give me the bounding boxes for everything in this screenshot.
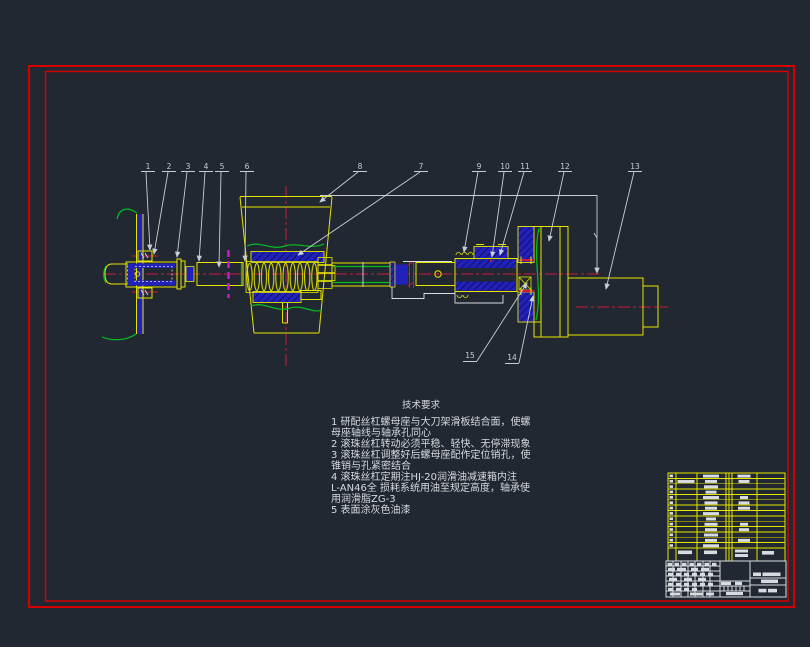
tech-requirements: 技术要求 1 研配丝杠螺母座与大刀架滑板结合面，使螺 母座轴线与轴承孔同心 2 …: [331, 399, 531, 516]
ballscrew-nut: [245, 251, 336, 303]
callout-9: 9: [477, 162, 482, 171]
callout-12: 12: [560, 162, 570, 171]
callout-7: 7: [419, 162, 424, 171]
callout-4: 4: [204, 162, 209, 171]
tech-line: 5 表面涂灰色油漆: [331, 503, 411, 516]
tech-line: L-AN46全 损耗系统用油至规定高度，轴承使: [331, 481, 530, 494]
center-bracket: [239, 196, 333, 334]
tech-line: 母座轴线与轴承孔同心: [331, 426, 431, 439]
parts-list-entries: [669, 474, 774, 557]
callout-14: 14: [507, 353, 517, 362]
callout-6: 6: [245, 162, 250, 171]
callout-leaders: [141, 171, 642, 364]
callout-3: 3: [186, 162, 191, 171]
tech-requirements-title: 技术要求: [402, 399, 441, 411]
callout-15: 15: [465, 351, 475, 360]
callout-1: 1: [146, 162, 151, 171]
callout-5: 5: [220, 162, 225, 171]
title-block: [665, 560, 787, 598]
callout-2: 2: [167, 162, 172, 171]
title-block-entries: [667, 562, 781, 596]
left-shaft-assembly: [103, 250, 244, 298]
tech-line: 锥销与孔紧密结合: [331, 459, 411, 472]
callout-numbers: 1 2 3 4 5 6 7 8 9 10 11 12 13 14 15: [146, 162, 640, 362]
tech-line: 1 研配丝杠螺母座与大刀架滑板结合面，使螺: [331, 415, 531, 428]
tech-line: 3 滚珠丝杠调整好后螺母座配作定位销孔，使: [331, 448, 531, 461]
motor: [567, 277, 659, 336]
callout-8: 8: [358, 162, 363, 171]
tech-line: 4 滚珠丝杠定期注HJ-20润滑油减速箱内注: [331, 470, 517, 483]
tech-line: 2 滚珠丝杠转动必须平稳、轻快、无停滞现象: [331, 437, 531, 450]
tech-line: 用润滑脂ZG-3: [331, 492, 396, 505]
sheet-frame: [28, 65, 795, 608]
callout-11: 11: [520, 162, 530, 171]
callout-13: 13: [630, 162, 640, 171]
callout-10: 10: [500, 162, 510, 171]
